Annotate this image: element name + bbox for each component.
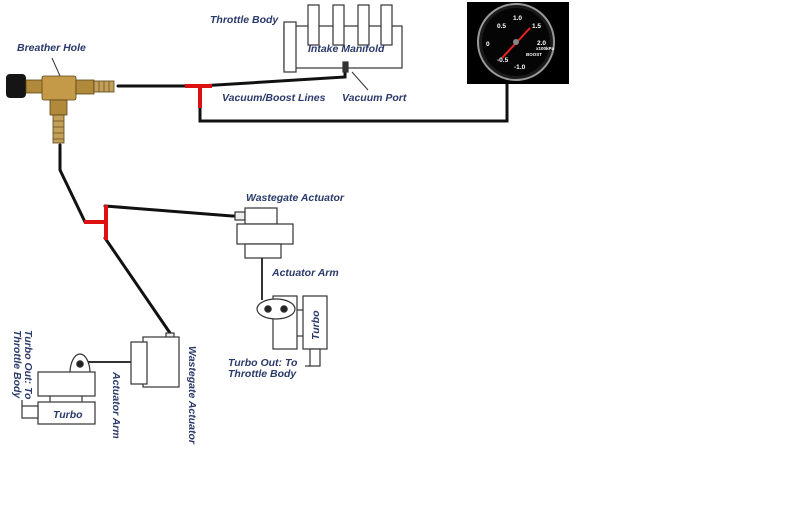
wastegate-arm-link — [256, 298, 296, 320]
label-throttle-body: Throttle Body — [210, 14, 279, 26]
label-intake-manifold: Intake Manifold — [308, 43, 385, 55]
label-turbo-out-right-1: Turbo Out: To — [228, 357, 298, 369]
upper-tee-fitting — [185, 84, 212, 108]
wastegate-assembly-upright — [234, 207, 328, 367]
vacuum-port-nipple — [342, 61, 349, 73]
rot-actuator-diaphragm — [130, 341, 148, 385]
hose-tee-to-top-actuator — [103, 204, 243, 218]
actuator-can — [244, 207, 278, 225]
label-wastegate-actuator-top: Wastegate Actuator — [246, 192, 345, 204]
actuator-base — [244, 243, 282, 259]
rot-actuator-body — [142, 336, 180, 388]
tee-body — [41, 75, 77, 101]
gauge-tick-0: 0 — [486, 41, 490, 48]
gauge-tick-0-5: 0.5 — [497, 23, 506, 30]
labels: Breather Hole Throttle Body Intake Manif… — [11, 14, 407, 445]
runner-3 — [357, 4, 370, 46]
lower-tee-fitting — [84, 205, 108, 240]
label-breather-hole: Breather Hole — [17, 42, 86, 54]
breather-fitting — [6, 57, 115, 144]
turbo-outlet — [309, 348, 321, 367]
boost-gauge: 0 0.5 1.0 1.5 2.0 -0.5 -1.0 BOOST x100kP… — [467, 2, 569, 84]
black-end-cap — [6, 74, 26, 98]
label-turbo-out-left-1: Turbo Out: To — [22, 330, 34, 400]
gauge-tick-2-0: 2.0 — [537, 40, 546, 47]
hose-breather-to-manifold — [116, 68, 347, 88]
label-wastegate-actuator-rotated: Wastegate Actuator — [186, 346, 198, 445]
label-turbo-left: Turbo — [53, 409, 83, 421]
hose-tee-to-lower-actuator — [103, 236, 172, 345]
label-vacuum-port: Vacuum Port — [342, 92, 407, 104]
intake-manifold — [283, 4, 403, 91]
gauge-tick-neg-0-5: -0.5 — [497, 57, 509, 64]
rot-turbo-outlet — [21, 405, 39, 419]
runner-4 — [380, 4, 393, 46]
runner-1 — [307, 4, 320, 46]
gauge-tick-1-0: 1.0 — [513, 15, 522, 22]
label-actuator-arm-top: Actuator Arm — [271, 267, 339, 279]
actuator-diaphragm — [236, 223, 294, 245]
label-vacuum-boost-lines: Vacuum/Boost Lines — [222, 92, 326, 104]
tee-fittings — [84, 84, 212, 240]
label-turbo-right: Turbo — [310, 310, 322, 340]
label-actuator-arm-rotated: Actuator Arm — [110, 371, 122, 439]
label-turbo-out-left-2: Throttle Body — [11, 330, 23, 399]
actuator-port — [234, 211, 246, 221]
gauge-sub-label: x100kPa — [536, 46, 555, 51]
rot-turbo-housing — [37, 371, 96, 397]
label-turbo-out-right-2: Throttle Body — [228, 368, 297, 380]
gauge-unit-label: BOOST — [526, 52, 542, 57]
wastegate-assembly-rotated — [21, 332, 180, 425]
runner-2 — [332, 4, 345, 46]
gauge-tick-1-5: 1.5 — [532, 23, 541, 30]
hose-breather-to-lower-tee — [58, 143, 107, 224]
gauge-tick-neg-1-0: -1.0 — [514, 64, 526, 71]
